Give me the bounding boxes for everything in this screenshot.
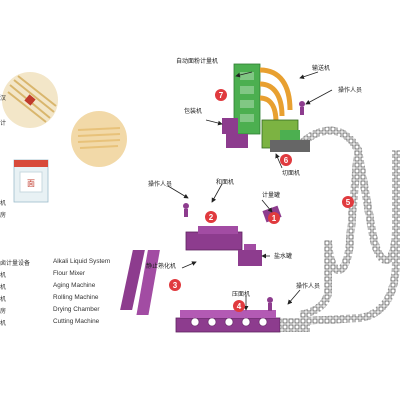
label-auto-flour-weigher: 自动面粉计量机 (176, 57, 218, 65)
packing-machine (222, 118, 248, 148)
step-number-1: 1 (272, 214, 277, 223)
drying-conveyor (277, 126, 400, 326)
step-number-2: 2 (209, 213, 214, 222)
legend-cn: 机 (0, 272, 7, 279)
legend-row: 卤计量设备 Alkali Liquid System (0, 258, 140, 270)
step-marker-4: 4 (233, 300, 245, 312)
cutting-unit-top (270, 130, 310, 152)
label-packing-machine: 包装机 (184, 107, 202, 115)
label-feeding-machine: 输送机 (312, 64, 330, 72)
label-rolling: 压面机 (232, 290, 250, 298)
step-marker-3: 3 (169, 279, 181, 291)
legend-en: Cutting Machine (53, 318, 100, 325)
legend-cn: 机 (0, 296, 7, 303)
label-cutting-machine-top: 切面机 (282, 169, 300, 177)
legend-en: Drying Chamber (53, 306, 100, 313)
legend-cn: 房 (0, 308, 7, 315)
legend-en: Aging Machine (53, 282, 96, 289)
step-number-7: 7 (219, 91, 224, 100)
noodle-bundle-image (2, 72, 58, 128)
legend-row: 机 Cutting Machine (0, 318, 140, 330)
noodle-package-image: 面 (13, 159, 49, 203)
legend-cn: 机 (0, 284, 7, 291)
leader-lines (167, 71, 333, 311)
operator-figures (183, 101, 305, 311)
label-mixer: 和面机 (216, 178, 234, 186)
legend-row: 机 Aging Machine (0, 282, 140, 294)
step-number-6: 6 (284, 156, 289, 165)
side-text-4: 房 (0, 212, 7, 219)
legend-en: Alkali Liquid System (53, 258, 111, 265)
label-aging-conveyor: 静止熟化机 (146, 262, 176, 270)
label-operator-top: 操作人员 (338, 86, 362, 94)
legend-row: 房 Drying Chamber (0, 306, 140, 318)
legend-row: 机 Rolling Machine (0, 294, 140, 306)
step-number-5: 5 (346, 198, 351, 207)
step-marker-2: 2 (205, 211, 217, 223)
step-number-4: 4 (237, 302, 242, 311)
label-metering-tank: 计量罐 (262, 191, 280, 199)
side-text-2: 计 (0, 120, 7, 127)
legend-en: Rolling Machine (53, 294, 99, 301)
side-text-1: 汉 (0, 95, 7, 102)
process-legend: 卤计量设备 Alkali Liquid System 机 Flour Mixer… (0, 258, 140, 330)
rolling-line (175, 310, 310, 333)
side-text-3: 机 (0, 200, 7, 207)
legend-en: Flour Mixer (53, 270, 85, 277)
package-label: 面 (27, 179, 35, 188)
step-marker-7: 7 (215, 89, 227, 101)
step-marker-5: 5 (342, 196, 354, 208)
label-salt-tank: 盐水罐 (274, 252, 292, 260)
step-marker-1: 1 (268, 212, 280, 224)
step-number-3: 3 (173, 281, 178, 290)
mixer-assembly (120, 226, 243, 315)
label-operator-bottom: 操作人员 (296, 282, 320, 290)
noodle-plate-image (71, 111, 127, 167)
salt-tank (238, 244, 262, 266)
step-marker-6: 6 (280, 154, 292, 166)
legend-row: 机 Flour Mixer (0, 270, 140, 282)
label-operator-left: 操作人员 (148, 180, 172, 188)
legend-cn: 机 (0, 320, 7, 327)
legend-cn: 卤计量设备 (0, 260, 31, 267)
